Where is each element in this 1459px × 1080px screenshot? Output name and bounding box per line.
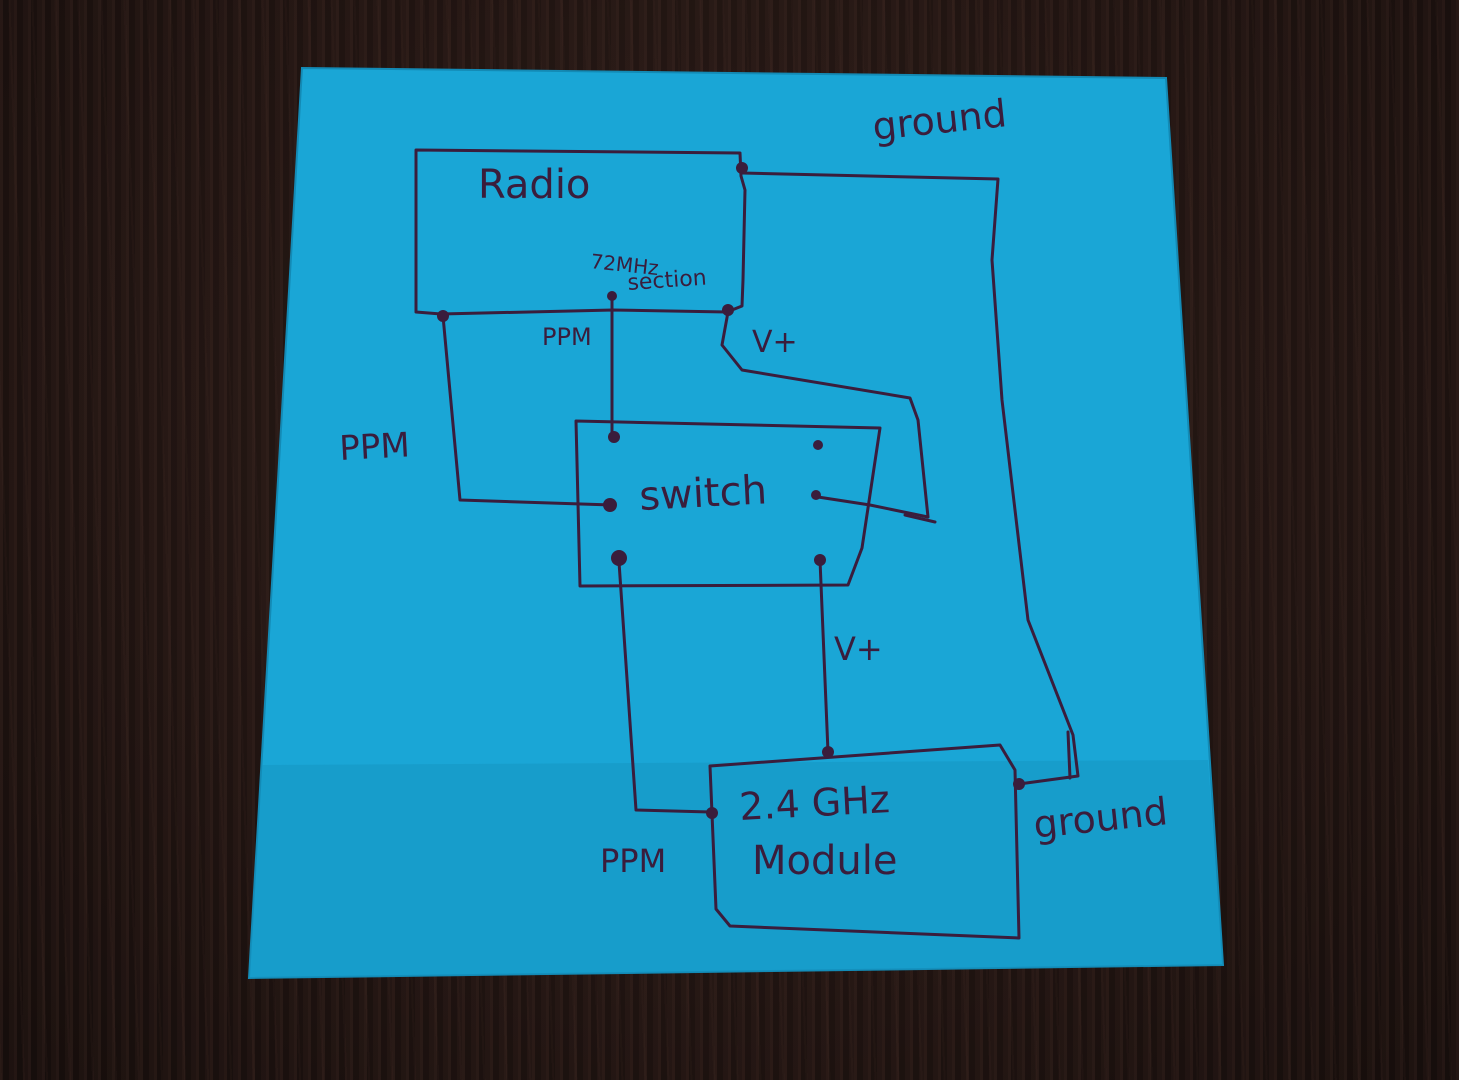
switch-terminal-top-left <box>608 431 620 443</box>
ppm-label-radio: PPM <box>542 323 592 351</box>
ground-wire-tail <box>1066 730 1072 780</box>
module-box <box>708 743 1021 940</box>
module-ground-terminal <box>1013 778 1025 790</box>
module-vplus-terminal <box>822 746 834 758</box>
vplus-label-radio: V+ <box>752 325 798 360</box>
vplus-label-switch: V+ <box>834 630 883 668</box>
switch-terminal-bottom-left <box>611 550 627 566</box>
radio-section-line2: section <box>627 266 708 296</box>
radio-title: Radio <box>478 162 590 208</box>
ppm-wire-left <box>441 314 614 507</box>
switch-terminal-mid-right <box>811 490 821 500</box>
module-title-line1: 2.4 GHz <box>738 777 891 829</box>
ppm-label-left: PPM <box>338 425 410 469</box>
radio-vplus-terminal <box>722 304 734 316</box>
switch-terminal-bottom-right <box>814 554 826 566</box>
module-title-line2: Module <box>752 838 897 884</box>
switch-box <box>574 419 882 588</box>
radio-left-terminal <box>437 310 449 322</box>
switch-title: switch <box>638 467 768 520</box>
radio-ground-terminal <box>736 162 748 174</box>
vplus-wire-radio-to-switch <box>720 310 930 519</box>
sticky-note-lower-shade <box>249 760 1223 978</box>
module-ppm-terminal <box>706 807 718 819</box>
radio-ppm-terminal <box>607 291 617 301</box>
vplus-wire-tail <box>903 513 937 524</box>
ground-wire <box>740 171 1080 786</box>
switch-terminal-top-right <box>813 440 823 450</box>
switch-terminal-mid-left <box>603 498 617 512</box>
vplus-wire-switch-to-module <box>818 558 830 754</box>
ppm-wire-switch-to-module <box>617 560 712 814</box>
ppm-label-module: PPM <box>600 842 666 880</box>
